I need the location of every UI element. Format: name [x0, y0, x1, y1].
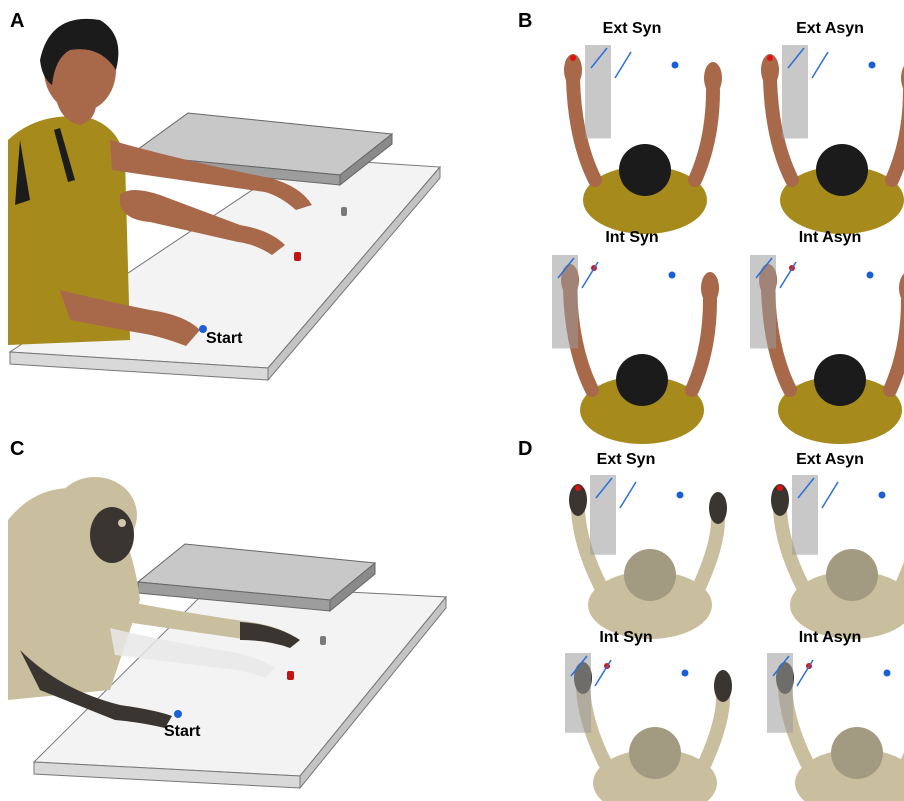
- human-right-hand: [701, 272, 719, 304]
- start-label: Start: [164, 723, 200, 741]
- start-dot: [682, 670, 689, 677]
- panel-letter-a: A: [10, 10, 24, 33]
- human-right-arm: [692, 300, 710, 390]
- human-right-hand: [704, 62, 722, 94]
- cue-line: [615, 52, 631, 78]
- human-right-arm: [892, 90, 904, 180]
- ghost-arm-overlay: [792, 475, 818, 555]
- condition-label-ext-syn: Ext Syn: [561, 451, 691, 469]
- start-dot: [669, 272, 676, 279]
- cue-line: [595, 660, 611, 686]
- monkey-head-top-view: [624, 549, 676, 601]
- condition-label-int-asyn: Int Asyn: [765, 229, 895, 247]
- monkey-right-arm: [700, 520, 718, 585]
- cue-line: [780, 262, 796, 288]
- condition-label-ext-asyn: Ext Asyn: [765, 20, 895, 38]
- start-dot: [677, 492, 684, 499]
- target-dot: [777, 485, 783, 491]
- condition-label-int-syn: Int Syn: [561, 629, 691, 647]
- ghost-arm-overlay: [767, 653, 793, 733]
- human-right-arm: [890, 300, 904, 390]
- monkey-head-top-view: [629, 727, 681, 779]
- condition-label-ext-asyn: Ext Asyn: [765, 451, 895, 469]
- cue-line: [797, 660, 813, 686]
- start-dot: [879, 492, 886, 499]
- condition-label-int-asyn: Int Asyn: [765, 629, 895, 647]
- monkey-right-hand: [709, 492, 727, 524]
- human-head-top-view: [616, 354, 668, 406]
- human-right-arm: [695, 90, 713, 180]
- monkey-right-hand: [714, 670, 732, 702]
- start-dot: [884, 670, 891, 677]
- monkey-head-top-view: [826, 549, 878, 601]
- start-dot: [869, 62, 876, 69]
- target-dot: [570, 55, 576, 61]
- cue-line: [582, 262, 598, 288]
- monkey-head-top-view: [831, 727, 883, 779]
- panel-letter-c: C: [10, 438, 24, 461]
- cue-line: [812, 52, 828, 78]
- start-label: Start: [206, 330, 242, 348]
- human-head-top-view: [619, 144, 671, 196]
- condition-label-int-syn: Int Syn: [567, 229, 697, 247]
- start-dot: [672, 62, 679, 69]
- ghost-arm-overlay: [565, 653, 591, 733]
- monkey-right-arm: [705, 698, 723, 763]
- human-head-top-view: [814, 354, 866, 406]
- target-dot: [767, 55, 773, 61]
- condition-label-ext-syn: Ext Syn: [567, 20, 697, 38]
- panel-letter-b: B: [518, 10, 532, 33]
- ghost-arm-overlay: [590, 475, 616, 555]
- human-head-top-view: [816, 144, 868, 196]
- cue-line: [822, 482, 838, 508]
- panel-letter-d: D: [518, 438, 532, 461]
- target-dot: [575, 485, 581, 491]
- cue-line: [620, 482, 636, 508]
- start-dot: [867, 272, 874, 279]
